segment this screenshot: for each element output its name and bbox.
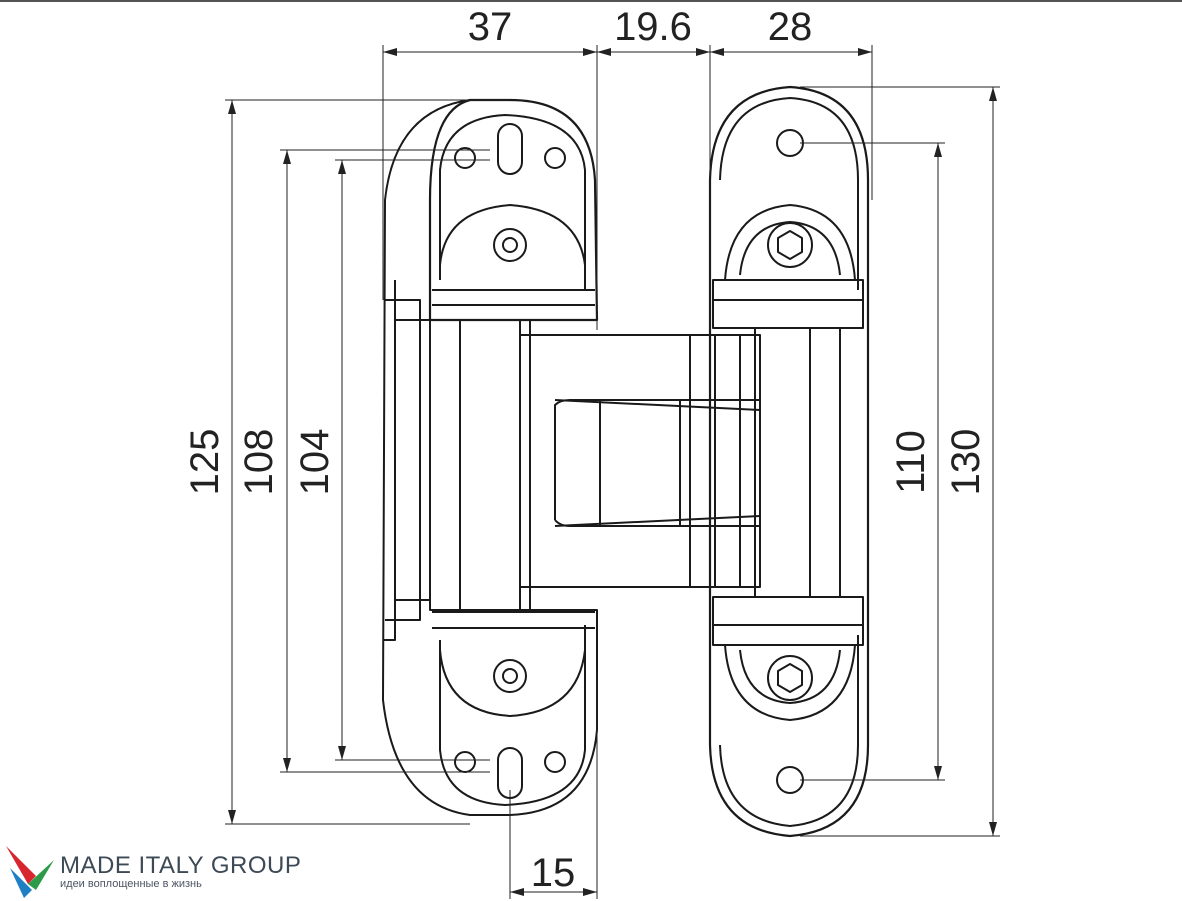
dim-left-125: 125 bbox=[183, 429, 227, 496]
center-joint bbox=[519, 334, 761, 588]
dimension-lines bbox=[225, 45, 1000, 899]
dim-right-130: 130 bbox=[944, 429, 988, 496]
dimension-arrows bbox=[228, 48, 997, 896]
brand-tagline: идеи воплощенные в жизнь bbox=[60, 878, 202, 890]
brand-name: MADE ITALY GROUP bbox=[60, 852, 302, 879]
dim-right-110: 110 bbox=[889, 430, 933, 494]
left-leaf bbox=[382, 98, 599, 816]
dim-bottom-15: 15 bbox=[531, 851, 576, 895]
dim-left-104: 104 bbox=[293, 429, 337, 496]
dim-top-28: 28 bbox=[768, 5, 813, 49]
dim-top-19-6: 19.6 bbox=[614, 5, 692, 49]
dim-top-37: 37 bbox=[468, 5, 513, 49]
dim-left-108: 108 bbox=[237, 429, 281, 496]
right-leaf bbox=[708, 85, 870, 838]
dimension-labels: 37 19.6 28 125 108 104 110 130 15 bbox=[183, 5, 988, 895]
brand-mark-icon bbox=[6, 846, 54, 898]
brand-logo: MADE ITALY GROUP идеи воплощенные в жизн… bbox=[6, 846, 326, 898]
